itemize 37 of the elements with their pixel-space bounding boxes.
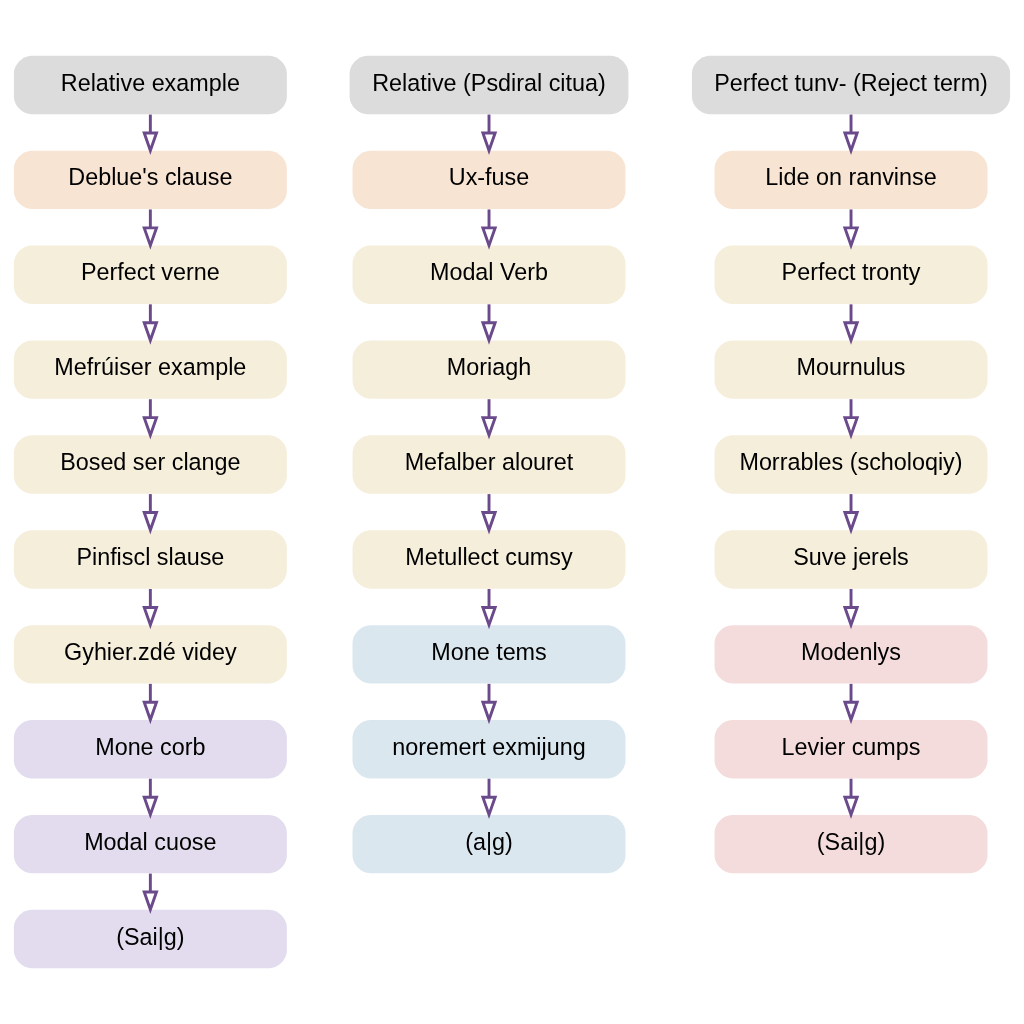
node-box: Mone tems [352, 625, 626, 684]
node-box: Deblue's clause [13, 150, 287, 210]
node-box: Lide on ranvinse [714, 150, 988, 210]
node-box: (Sai|g) [714, 814, 988, 874]
node-box: (Sai|g) [13, 909, 287, 969]
node-box: Bosed ser clange [13, 435, 287, 494]
node-box: Mone corb [13, 720, 287, 779]
arrow [142, 589, 159, 630]
node-box: Perfect verne [13, 245, 287, 304]
arrow [142, 209, 159, 250]
node-box: noremert exmijung [352, 720, 626, 779]
node-box: Levier cumps [714, 720, 988, 779]
node-box: Mefrúiser example [13, 340, 287, 399]
arrow [142, 304, 159, 345]
node-box: Mefalber alouret [352, 435, 626, 494]
arrow [142, 683, 159, 725]
node-box: Suve jerels [714, 530, 988, 589]
arrow [142, 114, 159, 155]
node-box: Metullect cumsy [352, 530, 626, 589]
node-box: Perfect tunv- (Reject term) [691, 55, 1011, 115]
arrow [142, 494, 159, 535]
node-box: Morrables (scholoqiy) [714, 435, 988, 494]
arrow [142, 778, 159, 820]
arrow [142, 399, 159, 440]
node-box: Modal Verb [352, 245, 626, 304]
node-box: Moriagh [352, 340, 626, 399]
arrow [142, 873, 159, 914]
node-box: Modenlys [714, 625, 988, 684]
node-box: Gyhier.zdé videy [13, 625, 287, 684]
node-box: Relative example [13, 55, 287, 115]
node-box: Mournulus [714, 340, 988, 399]
node-box: Pinfiscl slause [13, 530, 287, 589]
node-box: (a|g) [352, 814, 626, 874]
node-box: Ux-fuse [352, 150, 626, 210]
node-box: Modal cuose [13, 814, 287, 874]
node-box: Relative (Psdiral citua) [349, 55, 629, 115]
node-box: Perfect tronty [714, 245, 988, 304]
